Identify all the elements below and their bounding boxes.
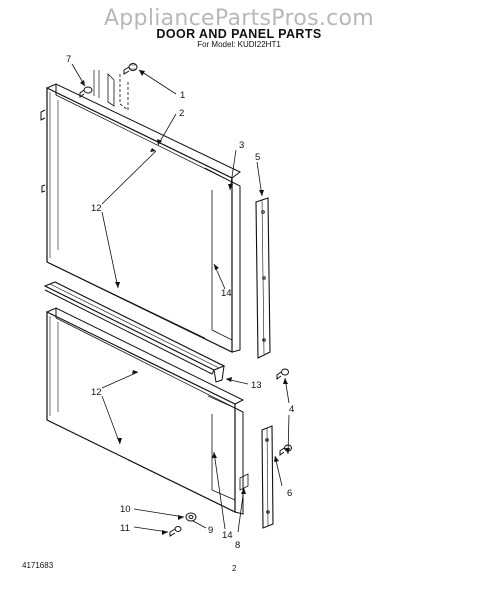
callout-1: 1 — [180, 90, 185, 101]
callout-12-upper: 12 — [91, 203, 102, 214]
callout-8: 8 — [235, 540, 240, 551]
callout-10: 10 — [120, 504, 131, 515]
callout-2: 2 — [179, 108, 184, 119]
callout-3: 3 — [239, 140, 244, 151]
upper-door-panel — [40, 83, 241, 353]
watermark: AppliancePartsPros.com — [103, 6, 375, 31]
upper-side-trim — [255, 197, 271, 359]
model-subtitle: For Model: KUDI22HT1 — [197, 40, 281, 49]
leader-lines — [71, 63, 290, 533]
middle-trim-strip — [43, 281, 226, 383]
callout-13: 13 — [251, 380, 262, 391]
document-number: 4171683 — [22, 561, 54, 570]
upper-top-brackets — [93, 70, 129, 111]
callout-12-lower: 12 — [91, 387, 102, 398]
lower-side-trim — [261, 425, 274, 529]
callout-9: 9 — [208, 525, 213, 536]
callout-7: 7 — [66, 54, 71, 65]
lower-panel-insert — [207, 395, 249, 515]
leader-arrowheads — [80, 70, 290, 535]
page-number: 2 — [232, 564, 237, 573]
callout-14-upper: 14 — [221, 288, 232, 299]
page-title: DOOR AND PANEL PARTS — [156, 27, 322, 41]
bottom-washer-screw — [169, 512, 197, 537]
callout-5: 5 — [255, 152, 260, 163]
lower-door-panel — [46, 307, 245, 513]
callout-11: 11 — [120, 523, 130, 534]
top-screws — [79, 63, 138, 98]
callout-4: 4 — [289, 404, 294, 415]
callout-14-lower: 14 — [222, 530, 233, 541]
upper-panel-insert — [204, 167, 241, 353]
callout-6: 6 — [287, 488, 292, 499]
